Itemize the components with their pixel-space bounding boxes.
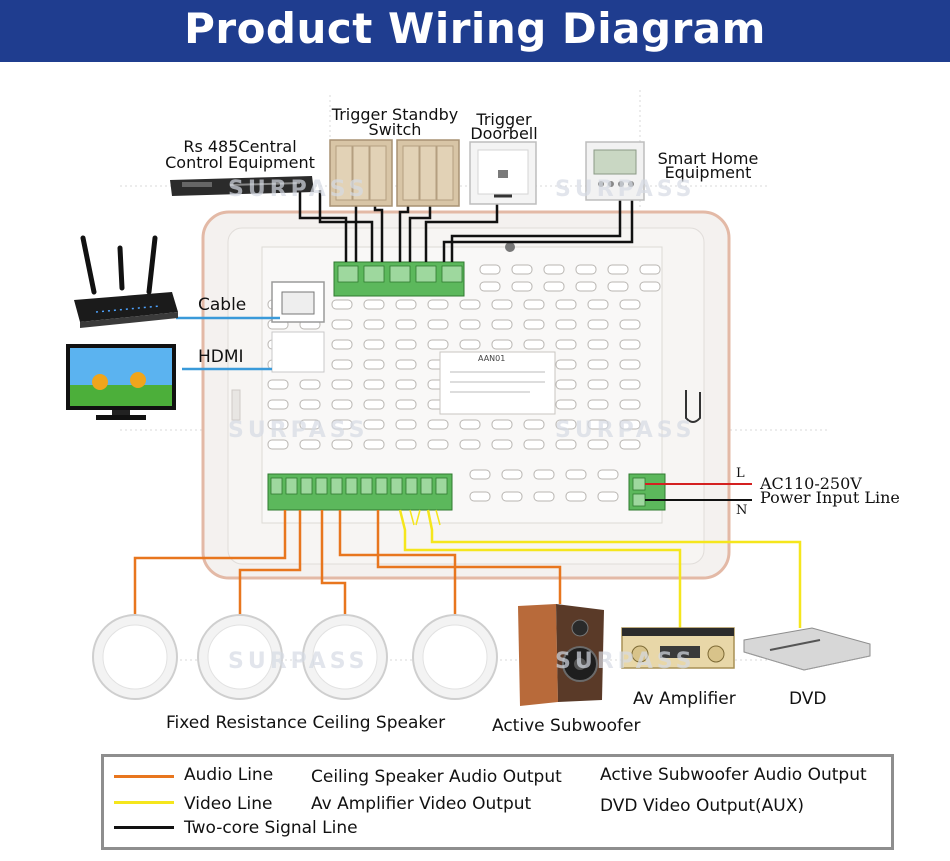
trigger-doorbell-label-line2: Doorbell — [470, 124, 538, 143]
audio-line-swatch — [114, 775, 174, 778]
subwoofer-icon — [518, 604, 604, 706]
legend-audio-col2: Active Subwoofer Audio Output — [600, 765, 867, 785]
neutral-wire-mark: N — [736, 503, 748, 518]
rs485-label-line1: Rs 485Central — [183, 137, 297, 156]
legend-video-col1: Av Amplifier Video Output — [311, 794, 532, 814]
trigger-doorbell-label-line1: Trigger — [476, 110, 532, 129]
legend-audio-col1: Ceiling Speaker Audio Output — [311, 767, 562, 787]
doorbell-icon — [469, 141, 537, 205]
legend: Audio Line Ceiling Speaker Audio Output … — [101, 754, 894, 850]
legend-audio-line-label: Audio Line — [184, 765, 274, 785]
signal-line-swatch — [114, 826, 174, 829]
video-lines — [398, 509, 802, 628]
hdmi-label: HDMI — [198, 347, 244, 367]
av-amplifier-icon — [621, 627, 735, 669]
active-subwoofer-label: Active Subwoofer — [492, 716, 641, 736]
video-line-swatch — [114, 801, 174, 804]
rs485-rack-icon — [170, 176, 314, 196]
legend-signal-line-label: Two-core Signal Line — [184, 818, 358, 838]
wiring-diagram — [66, 90, 871, 706]
watermark: SURPASS — [555, 649, 696, 674]
rs485-label-line2: Control Equipment — [165, 153, 315, 172]
audio-lines — [133, 510, 562, 616]
page-title: Product Wiring Diagram — [184, 4, 766, 53]
panel-model-label: AAN01 — [478, 354, 506, 363]
watermark: SURPASS — [228, 649, 369, 674]
ceiling-speaker-icon — [92, 614, 498, 700]
legend-video-col2: DVD Video Output(AUX) — [600, 796, 804, 816]
av-amplifier-label: Av Amplifier — [633, 689, 736, 709]
power-lines — [645, 483, 752, 501]
ac-voltage-label: AC110-250V — [760, 474, 862, 493]
network-lines — [176, 316, 280, 371]
router-icon — [74, 235, 178, 328]
wall-switch-icon — [329, 139, 460, 207]
bottom-terminal-block — [267, 473, 453, 511]
trigger-standby-label-line1: Trigger Standby — [331, 105, 459, 124]
smart-home-label-line1: Smart Home — [657, 149, 759, 168]
cable-label: Cable — [198, 295, 247, 315]
ceiling-speaker-label: Fixed Resistance Ceiling Speaker — [166, 713, 446, 733]
dvd-label: DVD — [789, 689, 827, 709]
watermark: SURPASS — [228, 418, 369, 443]
watermark: SURPASS — [555, 177, 696, 202]
legend-video-line-label: Video Line — [184, 794, 273, 814]
trigger-standby-label-line2: Switch — [368, 120, 422, 139]
control-panel — [201, 210, 731, 580]
power-input-label: Power Input Line — [760, 488, 900, 507]
power-terminal-block — [628, 473, 666, 511]
dvd-player-icon — [743, 627, 871, 671]
tv-icon — [66, 344, 176, 420]
title-banner: Product Wiring Diagram — [0, 0, 950, 62]
smart-thermostat-icon — [585, 141, 645, 201]
watermark: SURPASS — [555, 418, 696, 443]
watermark: SURPASS — [228, 177, 369, 202]
smart-home-label-line2: Equipment — [664, 163, 752, 182]
top-terminal-block — [333, 261, 465, 297]
live-wire-mark: L — [736, 466, 745, 481]
